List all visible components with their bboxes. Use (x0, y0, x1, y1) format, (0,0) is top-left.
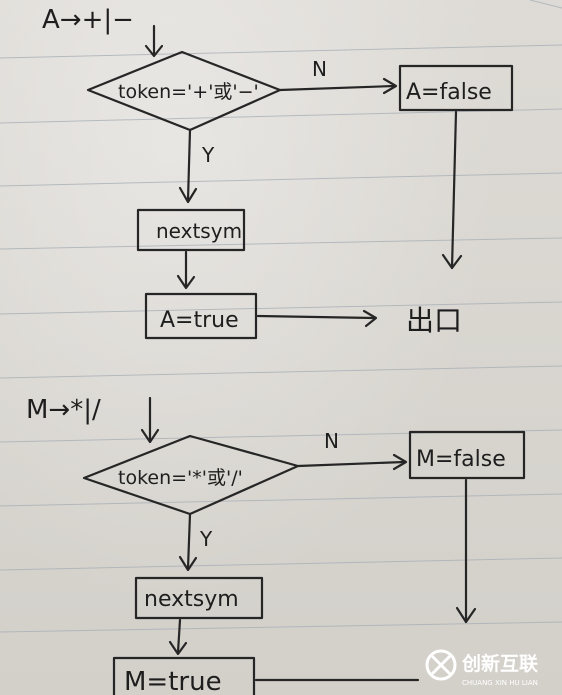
action-box-label-top: nextsym (156, 219, 242, 243)
arrow-yes-branch-bottom (186, 512, 192, 570)
exit-label-top: 出口 (406, 304, 462, 337)
action-box-bottom (134, 576, 264, 620)
decision-label-bottom: token='*'或'/' (118, 467, 243, 489)
arrowhead-rule-to-decision-top (144, 44, 164, 58)
action-box-top (136, 208, 246, 252)
true-box-bottom (112, 656, 256, 695)
arrowhead-false-down-bottom (455, 606, 477, 624)
false-box-top (398, 64, 514, 112)
arrow-no-branch-top (278, 84, 396, 92)
arrowhead-rule-to-decision-bottom (140, 428, 160, 444)
watermark: 创新互联 CHUANG XIN HU LIAN (425, 649, 538, 687)
no-label-bottom: N (324, 429, 339, 453)
arrowhead-false-down-top (441, 253, 463, 270)
false-box-label-bottom: M=false (416, 447, 506, 472)
arrowhead-no-branch-bottom (392, 453, 408, 471)
rule-label-bottom: M→*|/ (26, 395, 101, 425)
arrow-no-branch-bottom (296, 460, 406, 468)
watermark-logo-cross (431, 655, 451, 675)
arrow-false-down-top (450, 110, 458, 270)
flowchart-bottom: M→*|/ token='*'或'/' N M=false Y nextsym … (26, 395, 526, 695)
false-box-label-top: A=false (406, 80, 492, 105)
watermark-logo-icon (425, 649, 457, 681)
watermark-sub: CHUANG XIN HU LIAN (462, 679, 538, 687)
arrowhead-yes-branch-bottom (178, 555, 198, 572)
arrowhead-no-branch-top (382, 77, 398, 95)
false-box-bottom (408, 430, 526, 480)
watermark-name: 创新互联 (461, 652, 538, 675)
arrow-to-exit-top (256, 314, 376, 320)
action-box-label-bottom: nextsym (144, 587, 239, 612)
no-label-top: N (312, 57, 327, 81)
arrowhead-action-to-true-bottom (168, 640, 188, 656)
rule-label-top: A→+|− (42, 5, 134, 35)
true-box-top (144, 292, 258, 340)
arrowhead-to-exit-top (362, 309, 378, 328)
true-box-label-top: A=true (160, 308, 239, 333)
true-box-label-bottom: M=true (124, 667, 222, 695)
yes-label-bottom: Y (199, 527, 213, 551)
arrowhead-yes-branch-top (178, 186, 198, 204)
decision-label-top: token='+'或'−' (118, 81, 259, 103)
arrow-yes-branch-top (186, 128, 192, 202)
flowchart-top: A→+|− token='+'或'−' N A=false Y nextsym … (42, 5, 514, 340)
arrow-action-to-true-bottom (176, 618, 182, 654)
yes-label-top: Y (201, 143, 215, 167)
arrowhead-action-to-true-top (176, 274, 196, 290)
